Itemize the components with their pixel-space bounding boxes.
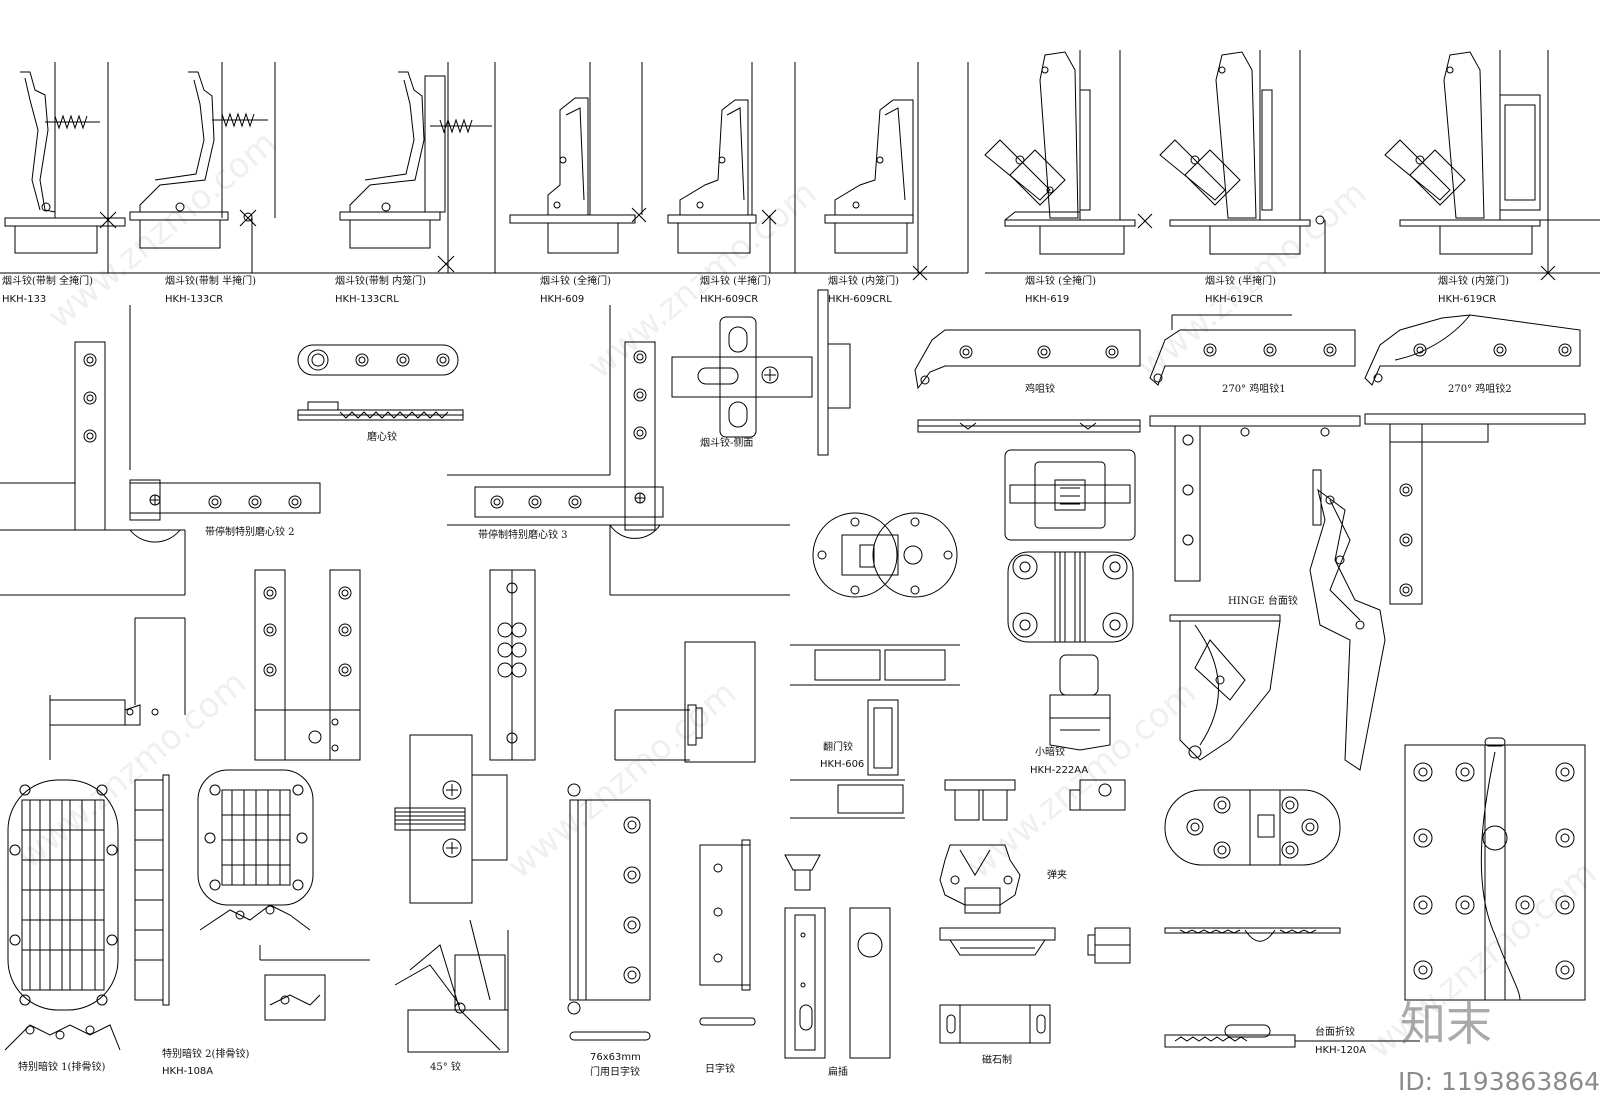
caption-stop-2: 带停制特别磨心铰 2 — [205, 525, 295, 538]
catch-block — [1087, 927, 1131, 964]
door-frame-hinge-section — [614, 641, 756, 763]
table-fold-hinge-bottom — [1164, 1024, 1420, 1048]
caption-title-8: 烟斗铰 (半掩门) — [1205, 274, 1276, 287]
watermark-site-2: www.znzmo.com — [580, 173, 824, 387]
caption-moxin: 磨心铰 — [367, 430, 397, 443]
cup-hinge-hkh-619cr-inner — [1384, 50, 1600, 281]
hidden-hinge-2-rib — [197, 769, 370, 1021]
folding-lift-hinge — [1309, 469, 1386, 771]
spring-clip — [939, 779, 1126, 956]
hinge-45-degree — [394, 919, 509, 1053]
caption-code-5: HKH-609CR — [700, 294, 758, 305]
caption-flip-code: HKH-606 — [820, 759, 864, 770]
watermark-site-5: www.znzmo.com — [500, 673, 744, 887]
caption-code-2: HKH-133CR — [165, 294, 223, 305]
caption-code-3: HKH-133CRL — [335, 294, 399, 305]
watermark-site-1: www.znzmo.com — [40, 123, 284, 337]
caption-ri: 日字铰 — [705, 1062, 735, 1075]
caption-title-6: 烟斗铰 (内笼门) — [828, 274, 899, 287]
butt-hinge-small — [699, 839, 756, 1026]
caption-jizui-270-1: 270° 鸡咀铰1 — [1222, 382, 1286, 395]
pivot-hinge-stop-2 — [0, 305, 321, 596]
caption-title-9: 烟斗铰 (内笼门) — [1438, 274, 1509, 287]
caption-spring: 弹夹 — [1047, 868, 1067, 881]
caption-jizui-270-2: 270° 鸡咀铰2 — [1448, 382, 1512, 395]
caption-title-2: 烟斗铰(带制 半掩门) — [165, 274, 256, 287]
caption-small: 小暗铰 — [1035, 745, 1065, 758]
knuckle-hinge-270-1 — [1149, 314, 1361, 582]
caption-fold-code: HKH-120A — [1315, 1045, 1366, 1056]
watermark-site-4: www.znzmo.com — [10, 663, 254, 877]
cup-hinge-hkh-133cr — [129, 62, 276, 273]
caption-code-7: HKH-619 — [1025, 294, 1069, 305]
caption-title-1: 烟斗铰(带制 全掩门) — [2, 274, 93, 287]
cup-hinge-side-view — [671, 289, 851, 456]
barrel-hinge-knife — [394, 734, 508, 904]
cup-hinge-hkh-619 — [984, 50, 1153, 255]
cup-hinge-hkh-609 — [509, 62, 647, 254]
round-invisible-hinge — [812, 512, 958, 598]
caption-bian: 扁插 — [828, 1065, 848, 1078]
knuckle-hinge-270-2 — [1364, 314, 1586, 605]
knuckle-hinge-jizui — [914, 329, 1141, 433]
pivot-hinge-moxin — [297, 344, 464, 421]
cup-hinge-hkh-609cr — [667, 62, 796, 273]
caption-code-4: HKH-609 — [540, 294, 584, 305]
offset-hinge-small — [49, 617, 186, 760]
caption-45: 45° 铰 — [430, 1060, 461, 1073]
caption-flip: 翻门铰 — [823, 740, 853, 753]
caption-code-6: HKH-609CRL — [828, 294, 892, 305]
cup-hinge-hkh-133 — [4, 62, 126, 273]
brand-logo-watermark: 知末 — [1400, 997, 1492, 1051]
caption-magnet: 磁石制 — [982, 1053, 1012, 1066]
table-hinge — [1169, 614, 1281, 761]
butt-hinge-door — [567, 783, 651, 1041]
row1-captions: 烟斗铰(带制 全掩门) HKH-133 烟斗铰(带制 半掩门) HKH-133C… — [2, 274, 1509, 305]
site-watermark: www.znzmo.com www.znzmo.com www.znzmo.co… — [10, 123, 1600, 1067]
hidden-hinge-1-rib — [4, 774, 170, 1051]
caption-code-1: HKH-133 — [2, 294, 46, 305]
l-pivot-hinge — [254, 569, 361, 761]
caption-title-4: 烟斗铰 (全掩门) — [540, 274, 611, 287]
flip-door-hinge-hkh-606 — [790, 644, 960, 819]
caption-jizui: 鸡咀铰 — [1025, 382, 1055, 395]
flat-bolt — [784, 854, 891, 1059]
strip-hinge-vertical — [489, 569, 536, 761]
oval-table-hinge — [1164, 789, 1341, 942]
caption-hidden-2-code: HKH-108A — [162, 1066, 213, 1077]
invisible-hinge-top — [1004, 449, 1136, 751]
caption-hidden-2: 特别暗铰 2(排骨铰) — [162, 1047, 249, 1060]
magnetic-catch — [939, 1004, 1051, 1044]
caption-fold: 台面折铰 — [1315, 1025, 1355, 1038]
large-flag-hinge — [1404, 737, 1586, 1001]
caption-hidden-1: 特别暗铰 1(排骨铰) — [18, 1060, 105, 1073]
caption-door: 门用日字铰 — [590, 1065, 640, 1078]
caption-code-9: HKH-619CR — [1438, 294, 1496, 305]
cup-hinge-hkh-133crl — [339, 62, 496, 273]
caption-table-hinge: HINGE 台面铰 — [1228, 594, 1298, 607]
cup-hinge-hkh-619cr — [1159, 50, 1326, 273]
image-id-watermark: ID: 1193863864 — [1398, 1067, 1600, 1096]
caption-code-8: HKH-619CR — [1205, 294, 1263, 305]
caption-side-view: 烟斗铰-侧面 — [700, 436, 753, 449]
pivot-hinge-stop-3 — [447, 305, 790, 596]
caption-size: 76x63mm — [590, 1052, 641, 1063]
caption-title-3: 烟斗铰(带制 内笼门) — [335, 274, 426, 287]
caption-title-7: 烟斗铰 (全掩门) — [1025, 274, 1096, 287]
cup-hinge-hkh-609crl — [824, 62, 969, 281]
caption-stop-3: 带停制特别磨心铰 3 — [478, 528, 568, 541]
watermark-site-3: www.znzmo.com — [1130, 173, 1374, 387]
caption-small-code: HKH-222AA — [1030, 765, 1088, 776]
caption-title-5: 烟斗铰 (半掩门) — [700, 274, 771, 287]
